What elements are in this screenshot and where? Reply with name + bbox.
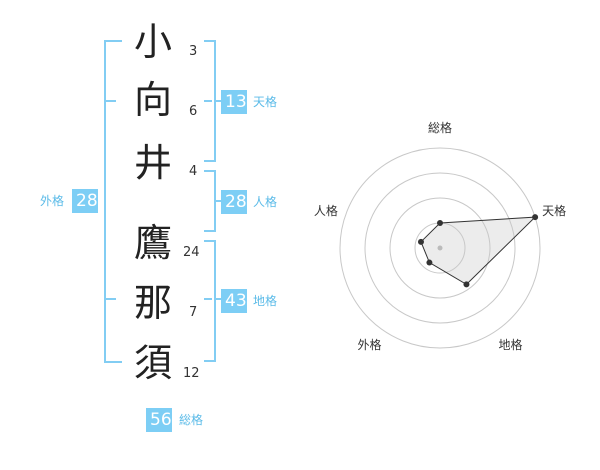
gaikaku-bracket [104, 40, 122, 363]
name-char-5: 那 [133, 281, 172, 325]
radar-axis-label: 地格 [499, 337, 523, 352]
bracket-tick [214, 200, 222, 202]
radar-ring [389, 197, 491, 299]
gaikaku-label: 外格 [40, 194, 65, 208]
radar-ring [364, 172, 516, 324]
name-char-3: 井 [133, 141, 172, 185]
gaikaku-value: 28 [72, 189, 98, 213]
radar-point [463, 281, 470, 288]
stroke-count-5: 7 [189, 305, 198, 320]
soukaku-label: 総格 [179, 413, 204, 427]
bracket-tick [204, 298, 212, 300]
radar-axis-label: 天格 [542, 203, 566, 218]
chikaku-bracket [204, 240, 216, 362]
bracket-tick [204, 100, 212, 102]
name-char-1: 小 [133, 20, 172, 64]
radar-point [417, 238, 424, 245]
chikaku-value: 43 [221, 289, 247, 313]
radar-area [420, 216, 537, 286]
bracket-tick [214, 298, 222, 300]
radar-center [437, 245, 443, 251]
chikaku-label: 地格 [253, 294, 278, 308]
jinkaku-label: 人格 [253, 195, 278, 209]
stroke-count-2: 6 [189, 104, 198, 119]
name-char-2: 向 [133, 78, 172, 122]
radar-point [532, 214, 539, 221]
radar-axis-label: 総格 [428, 120, 452, 135]
name-char-4: 鷹 [133, 221, 172, 265]
radar-axis-label: 外格 [357, 337, 381, 352]
radar-point [426, 259, 433, 266]
name-char-6: 須 [133, 341, 172, 385]
radar-point [437, 220, 443, 226]
jinkaku-value: 28 [221, 190, 247, 214]
bracket-tick [214, 100, 222, 102]
radar-axis-label: 人格 [314, 203, 338, 218]
soukaku-value: 56 [146, 408, 172, 432]
tenkaku-label: 天格 [253, 95, 278, 109]
radar-ring [339, 147, 541, 349]
stroke-count-4: 24 [183, 245, 200, 260]
bracket-tick [104, 298, 116, 300]
radar-points [417, 214, 539, 288]
bracket-tick [104, 100, 116, 102]
tenkaku-value: 13 [221, 90, 247, 114]
stroke-count-6: 12 [183, 366, 200, 381]
stroke-count-1: 3 [189, 44, 198, 59]
radar-grid [339, 147, 541, 349]
stroke-count-3: 4 [189, 164, 198, 179]
